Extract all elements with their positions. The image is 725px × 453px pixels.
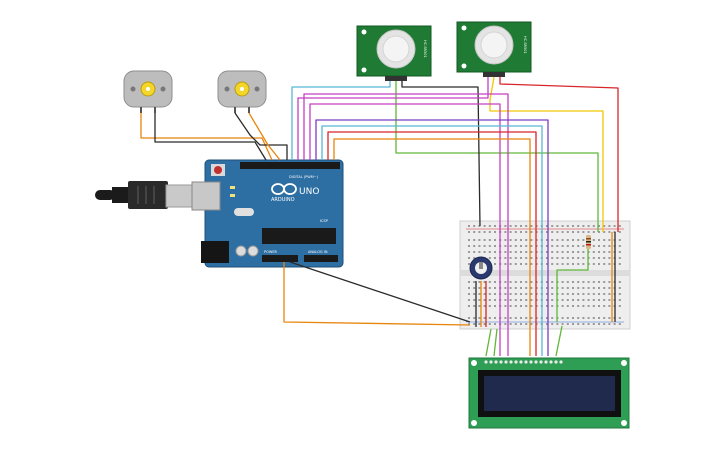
wire-bb-lcd-green-a <box>485 328 492 357</box>
wire-pir2-red <box>499 77 619 232</box>
arduino-model-label: UNO <box>299 187 319 197</box>
arduino-logo-icon <box>271 183 297 195</box>
pir-sensor-2[interactable]: HC-SR501 <box>456 21 532 77</box>
wire-bb-lcd-green-c <box>555 325 563 357</box>
arduino-digital-label: DIGITAL (PWM~) <box>289 175 319 179</box>
pir-sensor-2-label: HC-SR501 <box>523 36 527 54</box>
wire-pir2-yellow <box>489 76 604 232</box>
wire-orange-d <box>333 138 531 356</box>
wire-pir1-cyan <box>291 81 391 160</box>
wire-cyan <box>321 125 543 356</box>
arduino-icsp-label: ICSP <box>320 219 328 223</box>
wire-purple <box>315 119 549 356</box>
wire-motor-right-black <box>234 112 288 160</box>
wire-motor-right-orange <box>248 112 281 161</box>
wire-5v-orange <box>283 262 471 326</box>
lcd-pin-header <box>484 360 563 364</box>
wire-magenta-e <box>309 103 501 356</box>
arduino-power-label: POWER <box>264 250 278 254</box>
arduino-brand-label: ARDUINO <box>271 197 295 203</box>
wires <box>140 76 619 357</box>
wire-motor-left-orange <box>140 113 273 161</box>
arduino-uno-board[interactable]: ARDUINO UNO DIGITAL (PWM~) POWER ANALOG … <box>191 159 344 268</box>
lcd-screen <box>484 376 615 411</box>
wire-magenta-d <box>303 93 509 356</box>
wire-gnd-black <box>289 261 471 323</box>
pir-sensor-1-label: HC-SR501 <box>423 40 427 58</box>
wire-motor-left-black <box>154 113 267 161</box>
wire-bb-green-internal <box>556 249 589 322</box>
pir-sensor-1[interactable]: HC-SR501 <box>356 25 432 81</box>
usb-cable <box>95 181 195 209</box>
wire-pir1-black <box>401 81 481 227</box>
potentiometer[interactable] <box>469 256 493 280</box>
wire-red <box>327 131 537 356</box>
dc-motor-left[interactable] <box>123 70 173 113</box>
wire-bb-lcd-green-b <box>493 328 498 357</box>
dc-motor-right[interactable] <box>217 70 267 113</box>
wire-pir1-green <box>395 81 599 232</box>
resistor <box>586 235 591 249</box>
wire-pir2-magenta-a <box>297 77 489 160</box>
arduino-analog-label: ANALOG IN <box>308 250 328 254</box>
lcd-16x2-display[interactable] <box>468 357 630 429</box>
